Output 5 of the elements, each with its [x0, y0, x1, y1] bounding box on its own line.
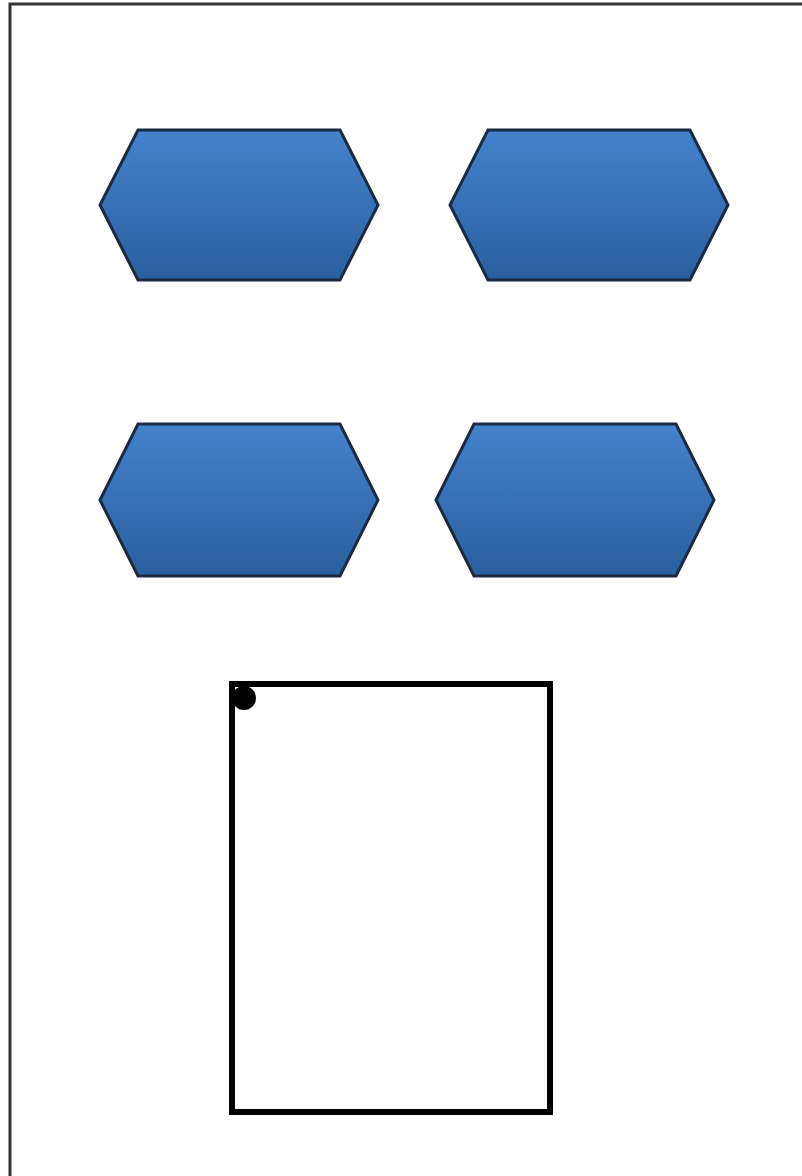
hexagon — [100, 130, 378, 280]
hexagon — [450, 130, 728, 280]
rectangle — [232, 684, 550, 1112]
hexagon — [436, 424, 714, 576]
hexagon — [100, 424, 378, 576]
